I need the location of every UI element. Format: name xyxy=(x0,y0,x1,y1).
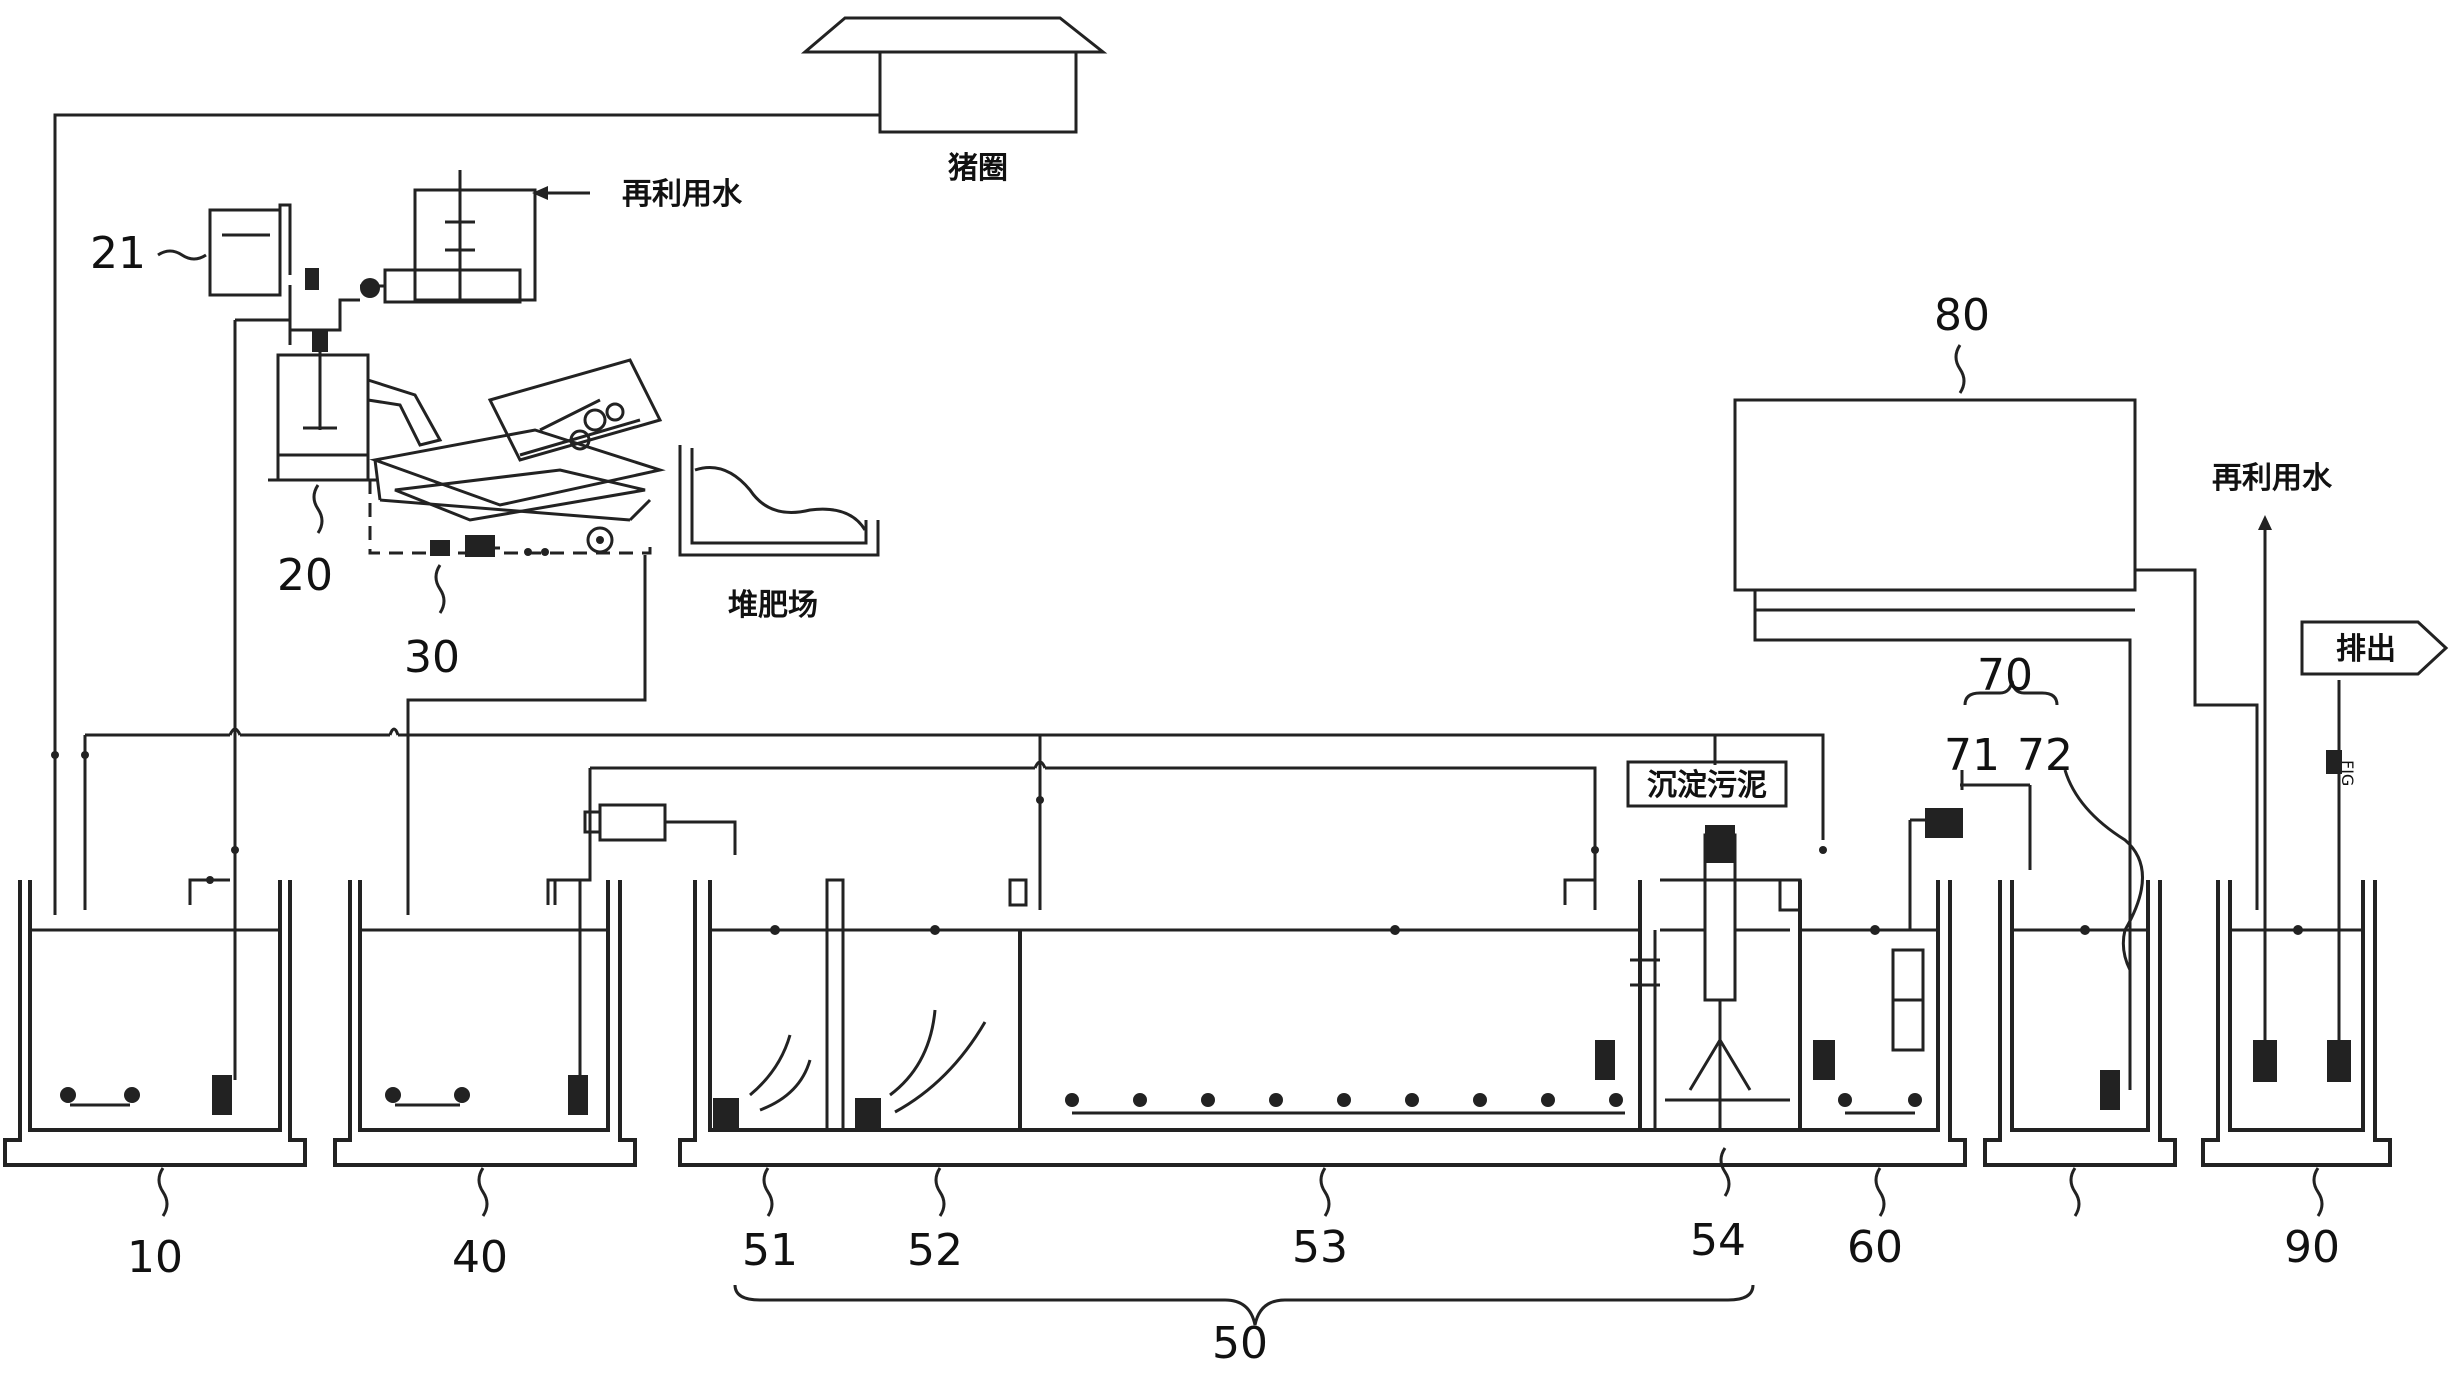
press-motor-icon xyxy=(465,535,495,557)
pipe-72-to-80 xyxy=(1753,600,2132,1090)
label-30: 30 xyxy=(404,632,460,683)
leader-80 xyxy=(1954,344,1966,394)
settled-sludge-box: 沉淀污泥 xyxy=(1626,760,1788,808)
label-52: 52 xyxy=(907,1225,963,1276)
reuse-water-right-label: 再利用水 xyxy=(2212,461,2333,496)
pipe-80-to-90 xyxy=(2135,568,2259,910)
pump-icon-10 xyxy=(212,1075,232,1115)
brace-50 xyxy=(733,1284,1755,1326)
pipe-pump-71 xyxy=(1908,783,2030,930)
belt-press-30: 30 xyxy=(368,358,666,683)
discharge-label: 排出 xyxy=(2336,632,2396,667)
tank-21: 21 xyxy=(90,203,292,297)
unit-80: 80 xyxy=(1733,290,2259,910)
press-pump-icon xyxy=(430,540,450,556)
compost-yard-label: 堆肥场 xyxy=(728,588,818,623)
filtrate-pipe xyxy=(406,555,647,915)
pump-icon-40 xyxy=(568,1075,588,1115)
dosing-pipe xyxy=(288,285,360,332)
tank-72 xyxy=(1753,600,2177,1167)
label-20: 20 xyxy=(277,550,333,601)
pump-icon-53 xyxy=(1595,1040,1615,1080)
fig-mark: FIG xyxy=(2338,760,2357,786)
label-10: 10 xyxy=(127,1232,183,1283)
main-header-pipe xyxy=(85,733,1825,840)
valve-markers xyxy=(51,751,1827,854)
label-72: 72 xyxy=(2017,730,2073,781)
tank-40: 40 xyxy=(333,878,637,1283)
pump-icon-90b xyxy=(2327,1040,2351,1082)
labels-70-group: 70 71 72 xyxy=(1944,650,2081,1217)
label-60: 60 xyxy=(1847,1222,1903,1273)
tank-20: 20 xyxy=(268,330,443,601)
label-21: 21 xyxy=(90,228,146,279)
brace-70 xyxy=(1963,680,2059,706)
mixer-icon-52 xyxy=(855,1098,881,1128)
tank-51-54-60 xyxy=(678,825,1967,1167)
label-70: 70 xyxy=(1977,650,2033,701)
pipe-crossing-2 xyxy=(388,727,400,736)
reuse-water-top-label: 再利用水 xyxy=(622,177,743,212)
pump-icon-90a xyxy=(2253,1040,2277,1082)
settled-sludge-label: 沉淀污泥 xyxy=(1647,768,1767,803)
leader-72 xyxy=(2063,769,2144,971)
compost-yard: 堆肥场 xyxy=(678,445,880,623)
label-90: 90 xyxy=(2284,1222,2340,1273)
pump-icon-60 xyxy=(1813,1040,1835,1080)
discharge-sign: 排出 xyxy=(2300,620,2449,676)
pigpen-feed-pipe xyxy=(53,113,880,915)
flow-meter-icon xyxy=(2326,750,2342,774)
mixer-tank-reuse: 再利用水 xyxy=(360,170,743,304)
label-53: 53 xyxy=(1292,1222,1348,1273)
clarifier-motor-icon xyxy=(1705,825,1735,863)
pipe-crossing-1 xyxy=(228,727,242,736)
label-40: 40 xyxy=(452,1232,508,1283)
label-50: 50 xyxy=(1212,1318,1268,1368)
reactor-header-pipe xyxy=(590,766,1597,910)
labels-50-group: 51 52 53 54 60 50 xyxy=(733,1147,1903,1369)
pigpen-building: 猪圈 xyxy=(800,16,1108,186)
mixer-icon-51 xyxy=(713,1098,739,1128)
label-71: 71 xyxy=(1944,730,2000,781)
pipe-20-inlet xyxy=(235,318,292,345)
label-54: 54 xyxy=(1690,1215,1746,1266)
label-51: 51 xyxy=(742,1225,798,1276)
tank-10: 10 xyxy=(3,876,307,1283)
tank-90: FIG 90 xyxy=(2201,515,2392,1273)
pump-icon-71 xyxy=(1925,808,1963,838)
pigpen-label: 猪圈 xyxy=(948,151,1008,186)
dosing-pump-icon xyxy=(305,268,319,290)
pump-icon-72 xyxy=(2100,1070,2120,1110)
label-80: 80 xyxy=(1934,290,1990,341)
